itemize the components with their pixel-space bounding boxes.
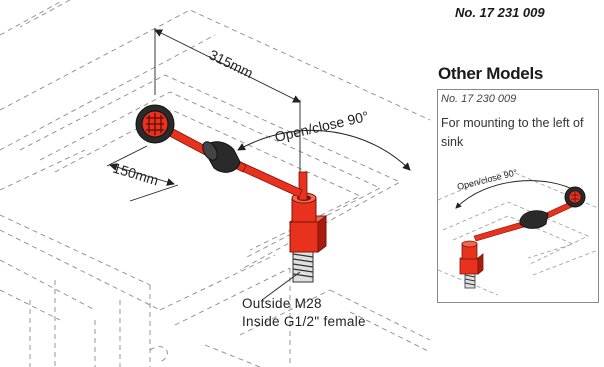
thread-inside-label: Inside G1/2" female bbox=[242, 314, 366, 329]
aerator-head bbox=[135, 104, 175, 144]
thread-outside-label: Outside M28 bbox=[242, 296, 322, 311]
left-mount-faucet-diagram: Open/close 90° bbox=[438, 167, 598, 296]
dimension-315-label: 315mm bbox=[207, 46, 256, 81]
other-model-card[interactable]: Open/close 90° No. 17 230 009 For mounti… bbox=[437, 89, 599, 303]
rotation-label: Open/close 90° bbox=[273, 108, 370, 145]
dimension-150-label: 150mm bbox=[111, 160, 160, 189]
model-number: No. 17 231 009 bbox=[455, 5, 545, 20]
other-model-number: No. 17 230 009 bbox=[441, 93, 517, 105]
other-models-title: Other Models bbox=[438, 64, 544, 83]
other-model-description: For mounting to the left of sink bbox=[441, 116, 584, 149]
threaded-stem bbox=[292, 249, 314, 283]
thread-leader bbox=[261, 271, 301, 301]
rotation-arc bbox=[237, 129, 411, 171]
faucet bbox=[135, 104, 328, 283]
